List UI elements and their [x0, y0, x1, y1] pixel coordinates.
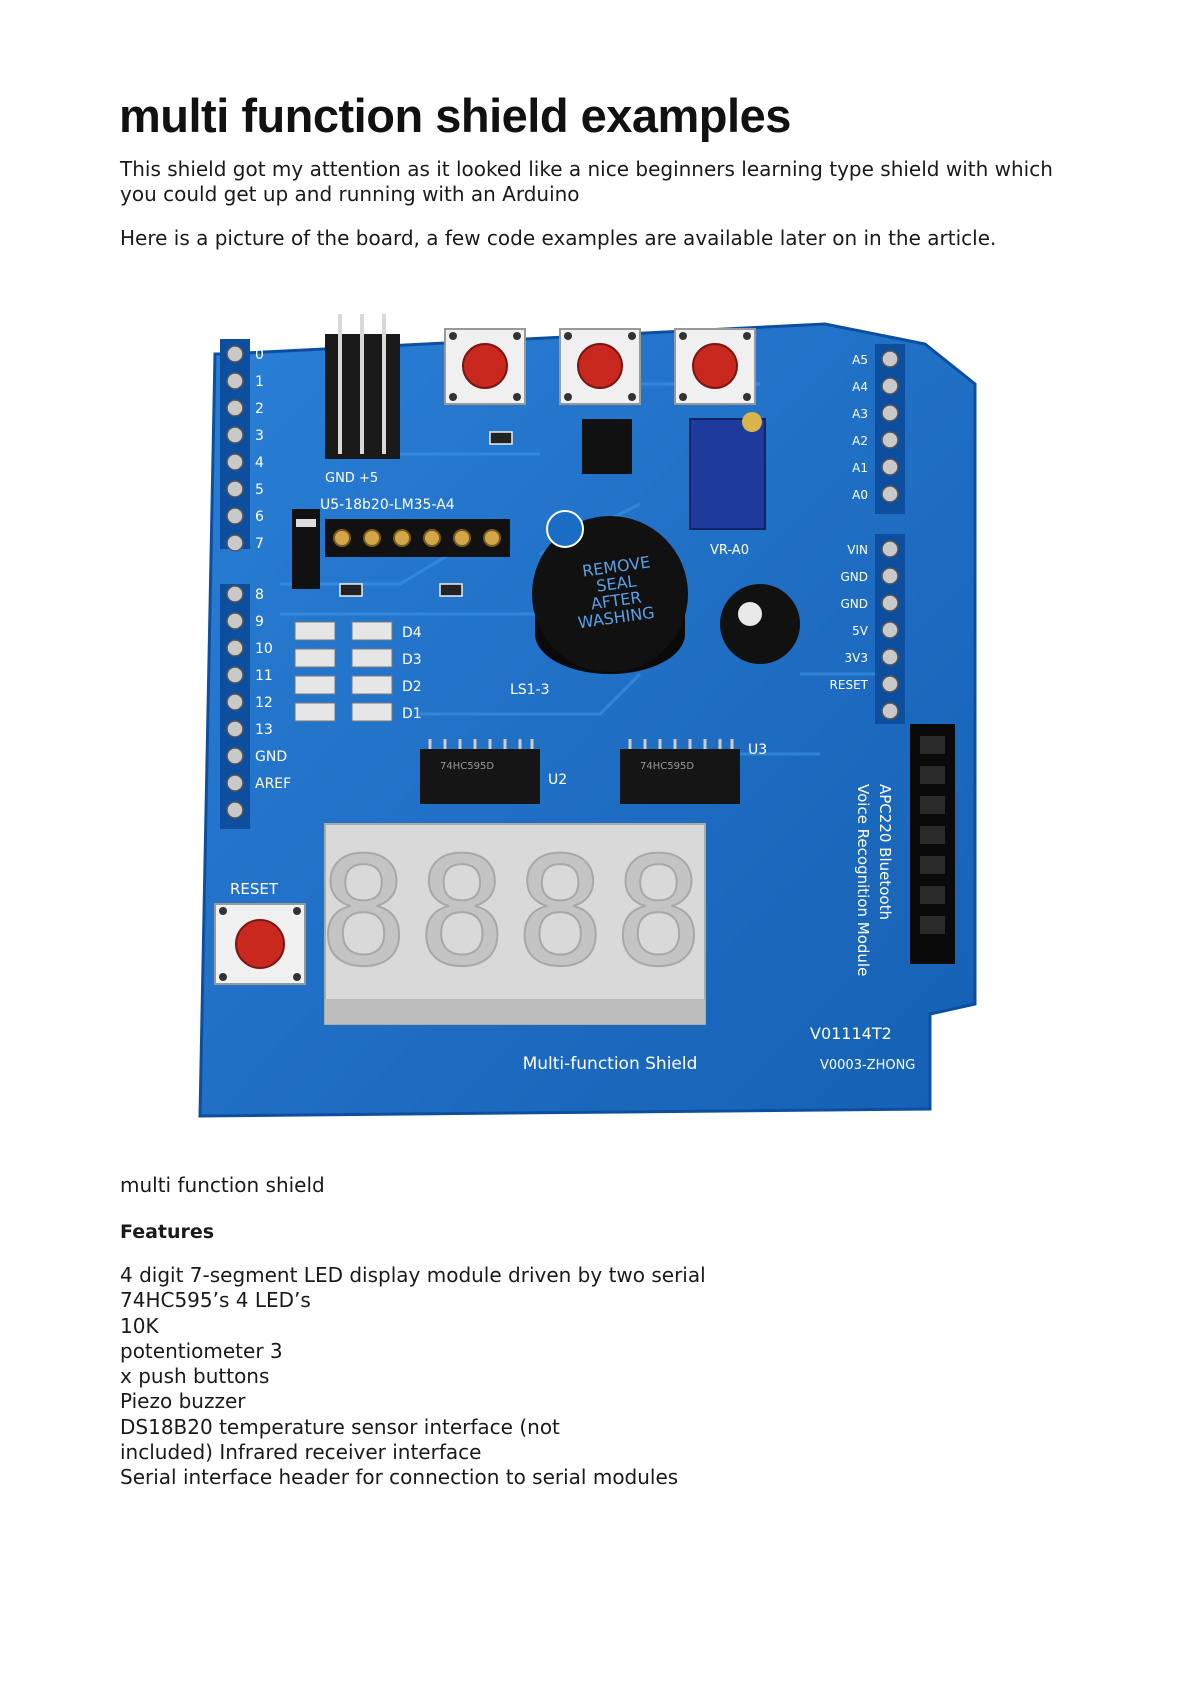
list-item: 10K	[120, 1313, 159, 1338]
leds: D4 D3 D2 D1	[294, 621, 422, 722]
picture-intro-paragraph: Here is a picture of the board, a few co…	[120, 226, 997, 250]
pin-label-a3: A3	[852, 407, 868, 421]
pin-label-a0: A0	[852, 488, 868, 502]
shift-register-u3: 74HC595D U3	[620, 739, 767, 804]
jumper-j2	[582, 419, 632, 474]
intro-paragraph: This shield got my attention as it looke…	[120, 157, 1053, 206]
version-label: V01114T2	[810, 1024, 892, 1043]
list-item: 4 digit 7-segment LED display module dri…	[120, 1263, 706, 1287]
list-item: 74HC595’s 4 LED’s	[120, 1288, 311, 1313]
pin-label-gnd-1: GND	[840, 570, 868, 584]
pin-header-block: GND +5	[325, 314, 400, 486]
potentiometer: VR-A0	[689, 412, 766, 558]
list-item: Serial interface header for connection t…	[120, 1465, 679, 1490]
pin-label-4: 4	[255, 455, 264, 471]
pin-label-reset: RESET	[830, 678, 869, 692]
pin-label-11: 11	[255, 668, 273, 684]
push-button-3	[674, 328, 756, 405]
chip-ref-u2: U2	[548, 772, 567, 788]
push-button-2	[559, 328, 641, 405]
piezo-buzzer: REMOVE SEAL AFTER WASHING LS1-3	[510, 510, 688, 698]
pin-label-9: 9	[255, 614, 264, 630]
pin-label-8: 8	[255, 587, 264, 603]
list-item: included) Infrared receiver interface	[120, 1440, 482, 1465]
module-label-2: Voice Recognition Module	[854, 784, 872, 976]
pin-label-6: 6	[255, 509, 264, 525]
sensor-header-label: U5-18b20-LM35-A4	[320, 497, 455, 513]
maker-label: V0003-ZHONG	[820, 1058, 915, 1073]
pin-label-aref: AREF	[255, 776, 291, 792]
pin-label-13: 13	[255, 722, 273, 738]
reset-label: RESET	[230, 880, 279, 898]
chip-ref-u3: U3	[748, 742, 767, 758]
display-digits: 8888	[318, 826, 711, 1000]
reset-button: RESET	[214, 880, 306, 985]
led-ref-d2: D2	[402, 679, 422, 695]
list-item: potentiometer 3	[120, 1338, 283, 1363]
pin-label-a1: A1	[852, 461, 868, 475]
list-item: x push buttons	[120, 1364, 270, 1389]
capacitor	[720, 584, 800, 664]
pin-label-5v: 5V	[852, 624, 869, 638]
page-title: multi function shield examples	[119, 89, 791, 142]
pin-label-1: 1	[255, 374, 264, 390]
shield-photo: 0 1 2 3 4 5 6 7 8 9 10 11 12 13 GND AREF	[120, 254, 1050, 1154]
photo-caption: multi function shield	[120, 1173, 325, 1197]
left-pin-header: 0 1 2 3 4 5 6 7 8 9 10 11 12 13 GND AREF	[220, 339, 291, 829]
pot-ref-label: VR-A0	[710, 543, 749, 558]
pin-label-gnd: GND	[255, 749, 287, 765]
led-ref-d4: D4	[402, 625, 422, 641]
pin-label-3v3: 3V3	[845, 651, 868, 665]
pin-label-12: 12	[255, 695, 273, 711]
pin-label-3: 3	[255, 428, 264, 444]
sensor-header: U5-18b20-LM35-A4	[320, 497, 510, 557]
push-button-1	[444, 328, 526, 405]
pin-label-2: 2	[255, 401, 264, 417]
serial-module-socket: APC220 Bluetooth Voice Recognition Modul…	[854, 724, 955, 976]
features-list: 4 digit 7-segment LED display module dri…	[120, 1263, 706, 1491]
module-label: APC220 Bluetooth	[876, 784, 894, 920]
list-item: DS18B20 temperature sensor interface (no…	[120, 1414, 560, 1439]
led-ref-d3: D3	[402, 652, 422, 668]
shift-register-u2: 74HC595D U2	[420, 739, 567, 804]
pin-label-a4: A4	[852, 380, 868, 394]
chip-marking-u2: 74HC595D	[440, 761, 494, 772]
pin-label-a2: A2	[852, 434, 868, 448]
pin-label-a5: A5	[852, 353, 868, 367]
led-ref-d1: D1	[402, 706, 422, 722]
right-pin-headers: A5 A4 A3 A2 A1 A0 VIN GND GND 5V 3V3 RES…	[830, 344, 905, 724]
gnd-5v-label: GND +5	[325, 471, 378, 486]
board-name-label: Multi-function Shield	[523, 1054, 698, 1074]
chip-marking-u3: 74HC595D	[640, 761, 694, 772]
seven-segment-display: 8888	[317, 823, 711, 1025]
pin-label-7: 7	[255, 536, 264, 552]
pin-label-10: 10	[255, 641, 273, 657]
pin-label-vin: VIN	[847, 543, 868, 557]
pin-label-5: 5	[255, 482, 264, 498]
features-heading: Features	[120, 1221, 215, 1243]
pin-label-gnd-2: GND	[840, 597, 868, 611]
buzzer-ref-label: LS1-3	[510, 682, 550, 698]
pin-label-0: 0	[255, 347, 264, 363]
list-item: Piezo buzzer	[120, 1389, 246, 1414]
jumper	[292, 509, 320, 589]
